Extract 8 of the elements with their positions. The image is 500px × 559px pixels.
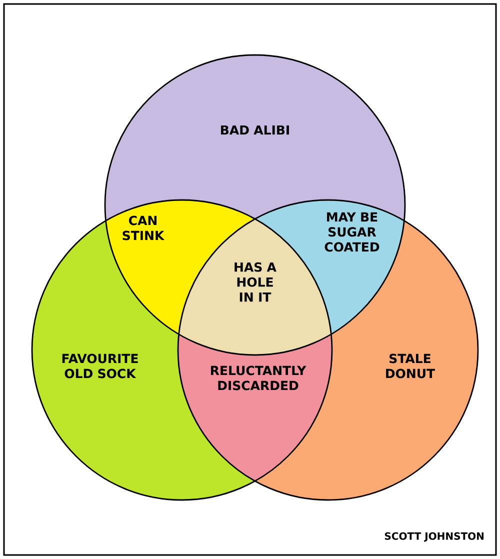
region-label: MAY BE SUGAR COATED [324, 212, 380, 252]
region-label: FAVOURITE OLD SOCK [62, 354, 138, 378]
region-label: STALE DONUT [386, 354, 435, 378]
region-label: HAS A HOLE IN IT [234, 262, 276, 302]
signature-text: SCOTT JOHNSTON [384, 532, 484, 542]
region-label: BAD ALIBI [221, 125, 289, 135]
region-label: RELUCTANTLY DISCARDED [211, 366, 306, 390]
region-label: CAN STINK [122, 216, 165, 240]
